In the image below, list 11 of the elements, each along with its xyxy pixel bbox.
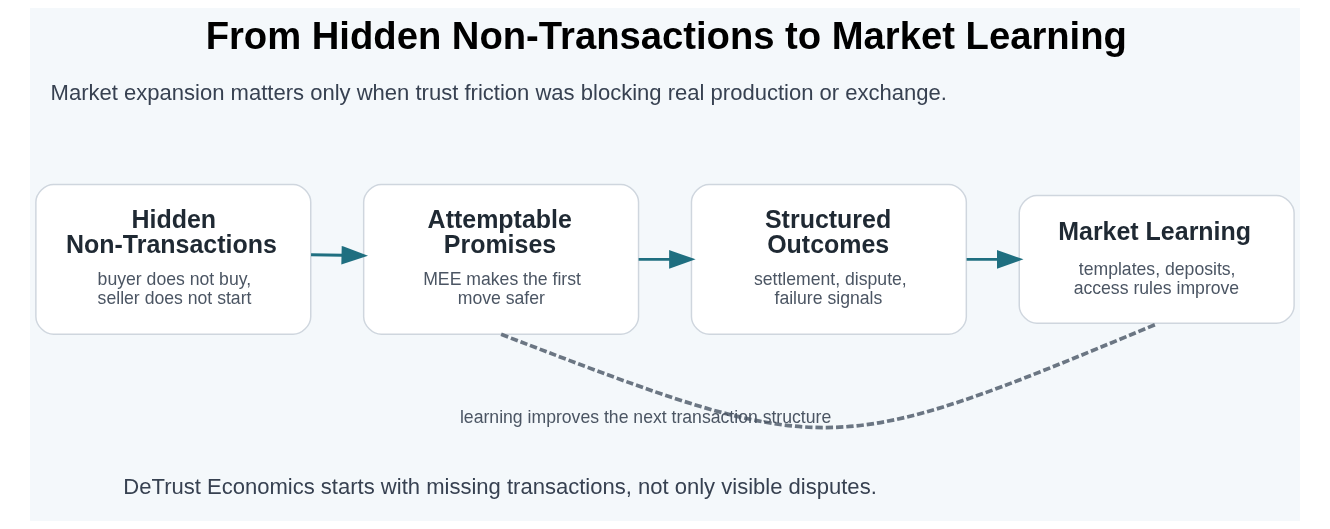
node-box: Attemptable Promises MEE makes the first move safer: [362, 183, 640, 336]
node-box: Hidden Non-Transactions buyer does not buy, seller does not start: [35, 183, 312, 336]
arrow: [638, 250, 696, 269]
diagram-title: From Hidden Non-Transactions to Market Learning: [205, 13, 1127, 57]
node-box: Structured Outcomes settlement, dispute, failure signals: [690, 183, 968, 336]
arrow: [311, 245, 368, 265]
connector: [500, 322, 1158, 430]
label: DeTrust Economics starts with missing transactions, not only visible disputes.: [123, 473, 877, 499]
node-box: Market Learning templates, deposits, access rules improve: [1018, 194, 1295, 325]
label: Market expansion matters only when trust friction was blocking real production or exchange.: [50, 79, 947, 105]
arrow: [966, 250, 1024, 269]
